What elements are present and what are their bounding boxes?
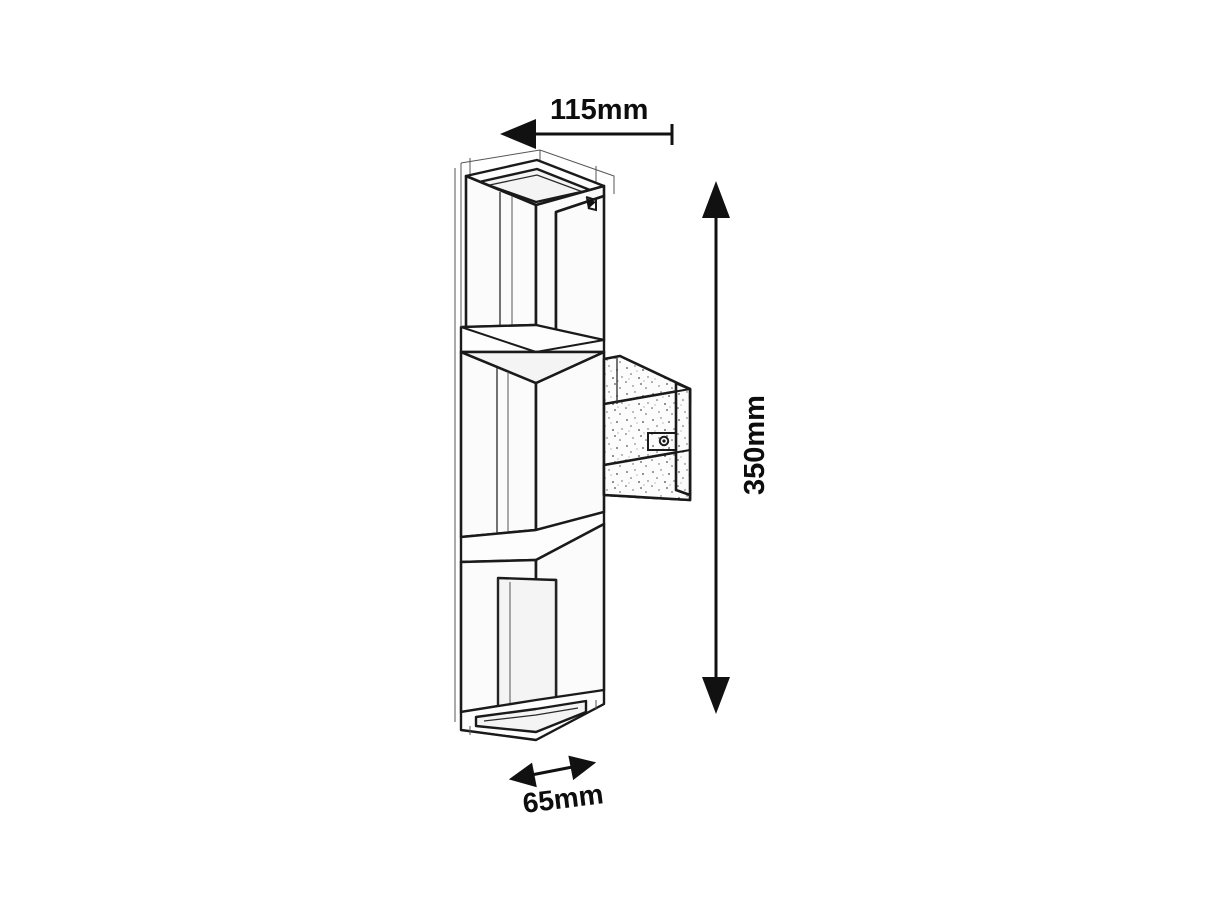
dimension-115mm-arrowhead-left: [500, 119, 536, 149]
dimension-115mm-label: 115mm: [550, 94, 648, 126]
luminaire-drawing: [454, 149, 692, 742]
wall-mount-bracket: [602, 354, 692, 502]
middle-shoulder-plane: [459, 350, 606, 385]
construction-lines-left: [454, 163, 462, 722]
bottom-aperture-recess: [474, 699, 588, 734]
luminaire-middle-section: [459, 323, 606, 539]
top-right-panel: [554, 194, 606, 342]
dimension-65mm: 65mm: [508, 755, 605, 819]
dimension-350mm-arrowhead-bottom: [702, 677, 730, 714]
bracket-screw-center: [662, 439, 666, 443]
luminaire-top-section: [464, 158, 606, 342]
dimension-350mm: 350mm: [702, 181, 771, 714]
dimension-115mm: 115mm: [500, 94, 674, 149]
dimension-65mm-arrowhead-right: [568, 755, 597, 781]
dimension-350mm-label: 350mm: [739, 395, 771, 495]
bracket-screw-head: [658, 435, 670, 447]
luminaire-bottom-section: [459, 510, 606, 742]
dimension-65mm-arrowhead-left: [508, 762, 537, 788]
bracket-screw-notch: [647, 432, 677, 451]
dimension-65mm-line: [525, 764, 580, 778]
middle-left-face: [459, 350, 538, 539]
bracket-edge-band: [674, 381, 692, 497]
bottom-inner-panel: [496, 576, 558, 716]
dimension-350mm-arrowhead-top: [702, 181, 730, 218]
